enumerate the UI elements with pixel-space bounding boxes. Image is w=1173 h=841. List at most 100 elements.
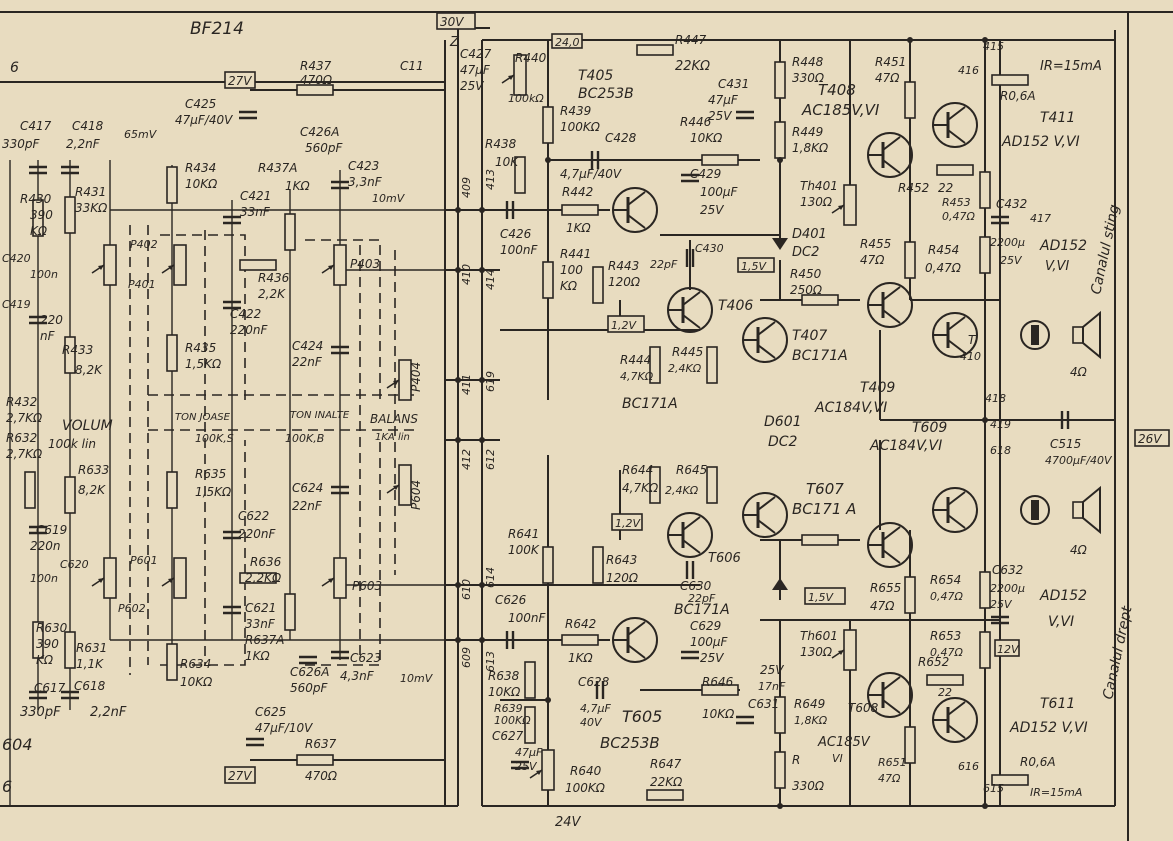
resistor-r453: [979, 171, 991, 209]
label-t605-value: BC253B: [600, 734, 660, 752]
label-ir-top: IR=15mA: [1040, 59, 1102, 74]
wiring: [0, 11, 1173, 841]
label-r643: R643: [606, 553, 637, 567]
label-th601-value: 130Ω: [800, 645, 833, 659]
resistor-r06a-top: [991, 74, 1029, 86]
label-r430-unit: KΩ: [30, 224, 48, 238]
capacitor-c431: [734, 110, 756, 120]
transistor-t408: [866, 131, 914, 179]
resistor-r452: [936, 164, 974, 176]
resistor-r641: [542, 546, 554, 584]
label-r436-value: 2,2K: [258, 287, 286, 301]
label-c632-value: 2200μ: [990, 582, 1025, 595]
label-c631: C631: [748, 697, 779, 711]
label-ad152-bottom-value: V,VI: [1048, 614, 1074, 630]
label-r455: R455: [860, 237, 891, 251]
label-r432: R432: [6, 395, 37, 409]
label-c630-value: 22pF: [688, 592, 716, 605]
label-r637-value: 470Ω: [305, 769, 338, 783]
label-r630: R630: [36, 621, 68, 635]
resistor-r652: [926, 674, 964, 686]
pot-p602: [91, 557, 117, 599]
label-pot-100k-s: 100K,S: [195, 432, 234, 445]
label-c625-value: 47μF/10V: [255, 721, 313, 735]
resistor-r455: [904, 241, 916, 279]
label-c627-voltage: 25V: [515, 760, 538, 773]
label-speaker-top: 4Ω: [1070, 365, 1088, 379]
label-r653-value: 0,47Ω: [930, 646, 963, 659]
label-1-5v: 1,5V: [741, 260, 767, 273]
label-1-2v: 1,2V: [611, 319, 637, 332]
label-c424: C424: [292, 339, 323, 353]
label-c515: C515: [1050, 437, 1081, 451]
label-c419: C419: [2, 298, 31, 311]
label-c432-value: 2200μ: [990, 236, 1025, 249]
resistor-r451: [904, 81, 916, 119]
node-616: 616: [958, 760, 979, 773]
pot-p402: [91, 244, 117, 286]
label-604: 604: [2, 735, 33, 754]
label-r648: R: [792, 753, 800, 767]
capacitor-c626a: [297, 655, 319, 665]
resistor-r631: [64, 631, 76, 669]
resistor-r643: [592, 546, 604, 584]
label-26v: 26V: [1138, 432, 1162, 446]
label-d401-value: DC2: [792, 245, 819, 260]
label-r447: R447: [675, 33, 707, 47]
label-r432-value: 2,7KΩ: [6, 411, 43, 425]
label-c624: C624: [292, 481, 323, 495]
label-c421: C421: [240, 189, 271, 203]
node-613: 613: [484, 651, 497, 672]
label-r630-value: 390: [36, 637, 59, 651]
transistor-t607: [741, 491, 789, 539]
label-r649: R649: [794, 697, 825, 711]
label-r647: R647: [650, 757, 682, 771]
node-410: 410: [460, 264, 473, 285]
label-c418: C418: [72, 119, 104, 133]
label-t409-value: AC184V,VI: [814, 400, 887, 416]
label-c631-value: 17nF: [758, 680, 786, 693]
label-30v: 30V: [440, 15, 464, 29]
label-c428: C428: [605, 131, 637, 145]
label-10mv-b: 10mV: [400, 672, 434, 685]
resistor-r645: [706, 466, 718, 504]
node-609: 609: [460, 647, 473, 668]
label-r453: R453: [942, 196, 971, 209]
label-r441-unit: KΩ: [560, 279, 578, 293]
label-r06a-top: R0,6A: [1000, 89, 1036, 103]
label-c622: C622: [238, 509, 269, 523]
resistor-r635: [166, 471, 178, 509]
label-c419-value: 220: [40, 313, 63, 327]
label-r655: R655: [870, 581, 901, 595]
transistor-t411: [931, 101, 979, 149]
label-r635: R635: [195, 467, 226, 481]
label-r441-value: 100: [560, 263, 583, 277]
label-c425: C425: [185, 97, 216, 111]
label-r652-value: 22: [938, 686, 952, 699]
label-c426a-value: 560pF: [305, 141, 344, 155]
label-p401: P401: [128, 278, 156, 291]
label-r636: R636: [250, 555, 282, 569]
label-r431: R431: [75, 185, 106, 199]
label-r452: R452: [898, 181, 929, 195]
label-c515-value: 4700μF/40V: [1045, 454, 1113, 467]
resistor-r632: [24, 471, 36, 509]
transistor-t606: [666, 511, 714, 559]
resistor-r431: [64, 196, 76, 234]
label-p404: P404: [409, 362, 423, 392]
label-r645: R645: [676, 463, 707, 477]
resistor-r653: [979, 631, 991, 669]
label-ad152-top: AD152: [1039, 238, 1087, 254]
label-r651: R651: [878, 756, 907, 769]
node-618: 618: [990, 444, 1011, 457]
label-r652: R652: [918, 655, 949, 669]
label-r641-value: 100K: [508, 543, 540, 557]
label-p604: P604: [409, 480, 423, 510]
title-bf214: BF214: [190, 19, 244, 39]
label-ir-bottom: IR=15mA: [1030, 786, 1082, 799]
node-615: 615: [983, 782, 1004, 795]
node-417: 417: [1030, 212, 1051, 225]
label-r451: R451: [875, 55, 906, 69]
resistor-r654: [979, 571, 991, 609]
label-c632-voltage: 25V: [990, 598, 1013, 611]
